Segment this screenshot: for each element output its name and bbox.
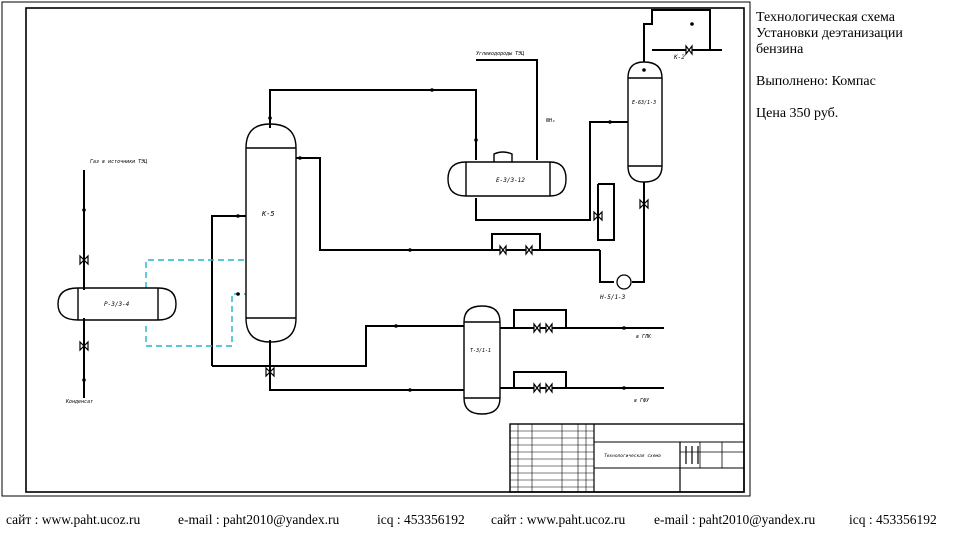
process-lines xyxy=(83,9,722,398)
column-k5-label: К-5 xyxy=(261,210,275,218)
small-unit-label: К-2 xyxy=(673,54,685,61)
title-block xyxy=(509,423,745,493)
heat-exchanger xyxy=(463,305,501,415)
valve xyxy=(499,244,507,256)
stream-nh3: NH₃ xyxy=(545,118,555,124)
valve xyxy=(593,210,603,222)
stream-to-product: в ГЛК xyxy=(636,334,652,340)
reflux-drum xyxy=(447,151,567,197)
valves xyxy=(79,44,693,394)
column-k5 xyxy=(245,123,297,343)
top-vessel xyxy=(627,61,663,183)
info-performed: Выполнено: Компас xyxy=(756,74,876,89)
footer-icq: icq : 453356192 xyxy=(377,512,465,527)
separator-r3 xyxy=(57,287,177,321)
stream-condensate: Конденсат xyxy=(65,399,93,405)
footer-icq: icq : 453356192 xyxy=(849,512,937,527)
footer-site-link[interactable]: сайт : www.paht.ucoz.ru xyxy=(491,512,626,527)
info-spacer xyxy=(756,90,952,106)
sheet-inner-frame xyxy=(25,7,745,493)
info-price: Цена 350 руб. xyxy=(756,106,839,121)
valve xyxy=(533,382,541,394)
footer-site-link[interactable]: сайт : www.paht.ucoz.ru xyxy=(6,512,141,527)
info-title-line2: Установки деэтанизации xyxy=(756,26,903,41)
info-spacer xyxy=(756,58,952,74)
info-panel: Технологическая схема Установки деэтаниз… xyxy=(756,10,952,122)
valve xyxy=(79,340,89,352)
title-block-title: Технологическая схема xyxy=(604,453,661,459)
valve xyxy=(545,382,553,394)
info-title-line1: Технологическая схема xyxy=(756,10,896,25)
process-flow-diagram: К-5 Р-3/3-4 Е-3/3-12 Е-63/1-3 Т-3/1-1 Н-… xyxy=(1,1,751,497)
valve xyxy=(639,198,649,210)
sheet-outer-border xyxy=(1,1,751,497)
stream-flare: Углеводороды ТЭЦ xyxy=(476,51,524,57)
pump-label: Н-5/1-3 xyxy=(599,294,626,301)
reflux-drum-label: Е-3/3-12 xyxy=(496,177,525,184)
valve xyxy=(533,322,541,334)
footer-contacts: сайт : www.paht.ucoz.ru e-mail : paht201… xyxy=(0,512,956,532)
flow-dots xyxy=(82,22,694,392)
valve xyxy=(545,322,553,334)
footer-email[interactable]: e-mail : paht2010@yandex.ru xyxy=(654,512,816,527)
separator-r3-label: Р-3/3-4 xyxy=(104,301,130,308)
valve xyxy=(525,244,533,256)
footer-email[interactable]: e-mail : paht2010@yandex.ru xyxy=(178,512,340,527)
stream-gas-inlet: Газ в источники ТЭЦ xyxy=(90,159,147,165)
valve xyxy=(79,254,89,266)
stream-to-storage: в ГФУ xyxy=(634,398,650,404)
top-vessel-label: Е-63/1-3 xyxy=(632,100,656,106)
pump-h5 xyxy=(616,274,632,290)
dashed-control-lines xyxy=(145,259,246,347)
valve xyxy=(265,366,275,378)
heat-exchanger-label: Т-3/1-1 xyxy=(470,348,491,354)
info-title-line3: бензина xyxy=(756,42,804,57)
valve xyxy=(685,44,693,56)
